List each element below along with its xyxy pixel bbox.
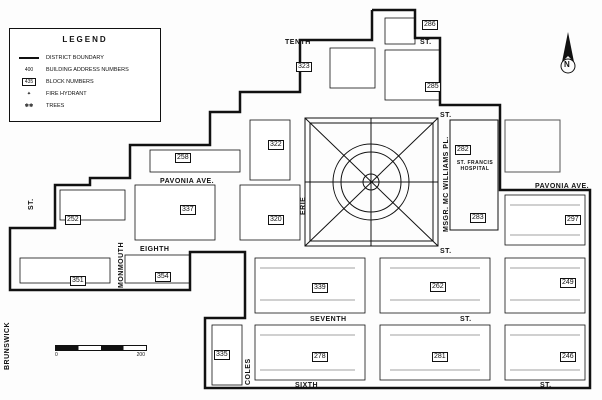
legend-row-address: 400 BUILDING ADDRESS NUMBERS	[18, 66, 129, 74]
street-label-monmouth: MONMOUTH	[118, 242, 125, 288]
legend-row-block: 435 BLOCK NUMBERS	[18, 78, 94, 86]
boundary-line-icon	[19, 56, 39, 60]
street-label-seventh-st: ST.	[460, 316, 472, 323]
block-number: 283	[470, 213, 486, 223]
block-number: 278	[312, 352, 328, 362]
street-label-mcwilliams: MSGR. MC WILLIAMS PL.	[443, 136, 450, 232]
block-number: 354	[155, 272, 171, 282]
park	[304, 117, 439, 247]
street-label-brunswick: BRUNSWICK	[4, 321, 11, 370]
street-label-sixth: SIXTH	[295, 382, 319, 389]
block-number: 246	[560, 352, 576, 362]
legend-box: LEGEND DISTRICT BOUNDARY 400 BUILDING AD…	[9, 28, 161, 122]
block-number: 286	[422, 20, 438, 30]
north-arrow-icon: N	[558, 32, 578, 78]
street-label-eighth: EIGHTH	[140, 246, 170, 253]
hydrant-icon: ✦	[26, 91, 32, 97]
block-number: 252	[65, 215, 81, 225]
street-label-seventh: SEVENTH	[310, 316, 347, 323]
block-number: 323	[296, 62, 312, 72]
block-number: 320	[268, 215, 284, 225]
block-number: 282	[455, 145, 471, 155]
street-label-tenth: TENTH	[285, 39, 311, 46]
label-st-francis-hospital: ST. FRANCIS HOSPITAL	[456, 160, 494, 172]
legend-row-boundary: DISTRICT BOUNDARY	[18, 54, 104, 62]
street-label-sixth-st: ST.	[540, 382, 552, 389]
tree-icon: ✽✽	[24, 103, 34, 109]
block-number: 281	[432, 352, 448, 362]
legend-title: LEGEND	[62, 35, 108, 44]
street-label-coles: COLES	[245, 358, 252, 385]
block-number: 297	[565, 215, 581, 225]
block-number: 322	[268, 140, 284, 150]
street-label-tenth-st: ST.	[420, 39, 432, 46]
address-number-icon: 400	[24, 67, 34, 73]
district-boundary	[8, 8, 592, 390]
outside-block	[504, 119, 561, 173]
street-label-erie: ERIE	[300, 196, 307, 215]
street-label-st-west: ST.	[28, 198, 35, 210]
block-number: 262	[430, 282, 446, 292]
legend-row-hydrant: ✦ FIRE HYDRANT	[18, 90, 87, 98]
block-number: 249	[560, 278, 576, 288]
hospital-building	[449, 119, 499, 231]
street-label-pavonia-east: PAVONIA AVE.	[535, 183, 590, 190]
block-number-icon: 435	[21, 78, 37, 86]
scale-bar: 0 200	[55, 345, 147, 361]
street-label-st-north: ST.	[440, 112, 452, 119]
block-number: 335	[214, 350, 230, 360]
legend-row-trees: ✽✽ TREES	[18, 102, 65, 110]
block-number: 258	[175, 153, 191, 163]
building-blocks	[19, 17, 586, 386]
block-number: 337	[180, 205, 196, 215]
block-number: 285	[425, 82, 441, 92]
block-number: 339	[312, 283, 328, 293]
block-number: 351	[70, 276, 86, 286]
street-label-pavonia-west: PAVONIA AVE.	[160, 178, 215, 185]
street-label-st-center: ST.	[440, 248, 452, 255]
